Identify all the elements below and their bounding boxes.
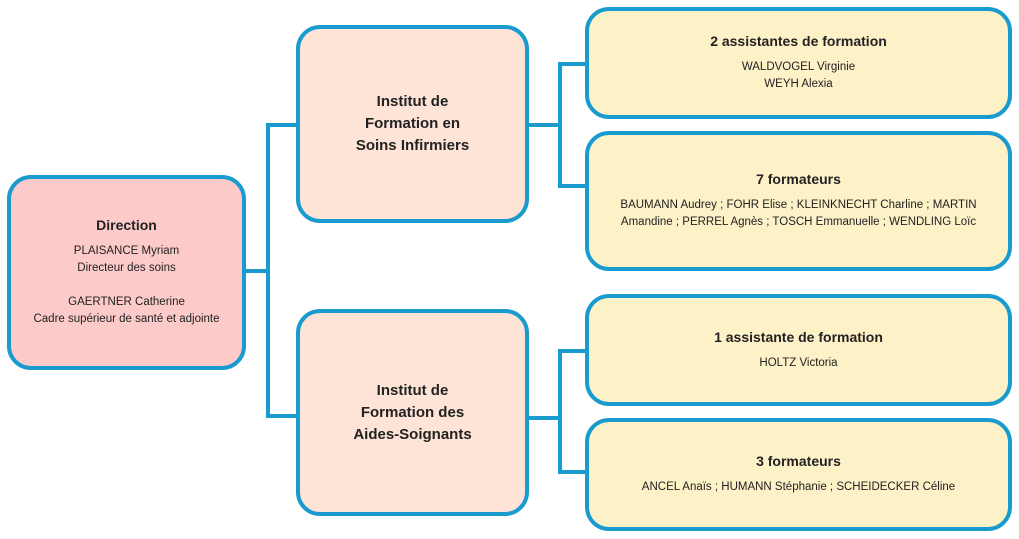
ifsi-trainers-title: 7 formateurs [756,171,841,187]
person-line: WALDVOGEL Virginie [741,61,856,73]
connector-ifas [528,349,585,474]
director-role: Directeur des soins [77,262,176,274]
connector-direction [245,123,296,418]
ifsi-assistants-title: 2 assistantes de formation [710,33,887,49]
person-line: WEYH Alexia [764,78,833,90]
ifas-title-line: Institut de [376,381,449,399]
ifas-trainers-box: 3 formateurs ANCEL Anaïs ; HUMANN Stépha… [585,418,1012,531]
person-line: Amandine ; PERREL Agnès ; TOSCH Emmanuel… [620,216,977,228]
ifas-title-line: Formation des [360,403,465,421]
ifsi-assistants-box: 2 assistantes de formation WALDVOGEL Vir… [585,7,1012,119]
ifas-assistants-box: 1 assistante de formation HOLTZ Victoria [585,294,1012,406]
ifas-assistants-title: 1 assistante de formation [714,328,883,345]
ifsi-title-line: Soins Infirmiers [355,137,470,154]
ifsi-title-line: Institut de [376,93,449,110]
person-line: HOLTZ Victoria [759,356,838,369]
ifsi-title-line: Formation en [364,115,460,132]
ifas-title-line: Aides-Soignants [353,425,472,443]
ifsi-box: Institut de Formation en Soins Infirmier… [296,25,529,223]
deputy-role: Cadre supérieur de santé et adjointe [33,313,220,325]
direction-box: Direction PLAISANCE Myriam Directeur des… [7,175,246,370]
ifsi-trainers-box: 7 formateurs BAUMANN Audrey ; FOHR Elise… [585,131,1012,271]
person-line: BAUMANN Audrey ; FOHR Elise ; KLEINKNECH… [620,199,977,211]
direction-title: Direction [96,217,157,233]
person-line: ANCEL Anaïs ; HUMANN Stéphanie ; SCHEIDE… [641,481,956,493]
director-name: PLAISANCE Myriam [73,245,180,257]
ifas-trainers-title: 3 formateurs [756,453,841,469]
ifas-box: Institut de Formation des Aides-Soignant… [296,309,529,516]
deputy-name: GAERTNER Catherine [68,296,185,308]
connector-ifsi [528,62,585,188]
